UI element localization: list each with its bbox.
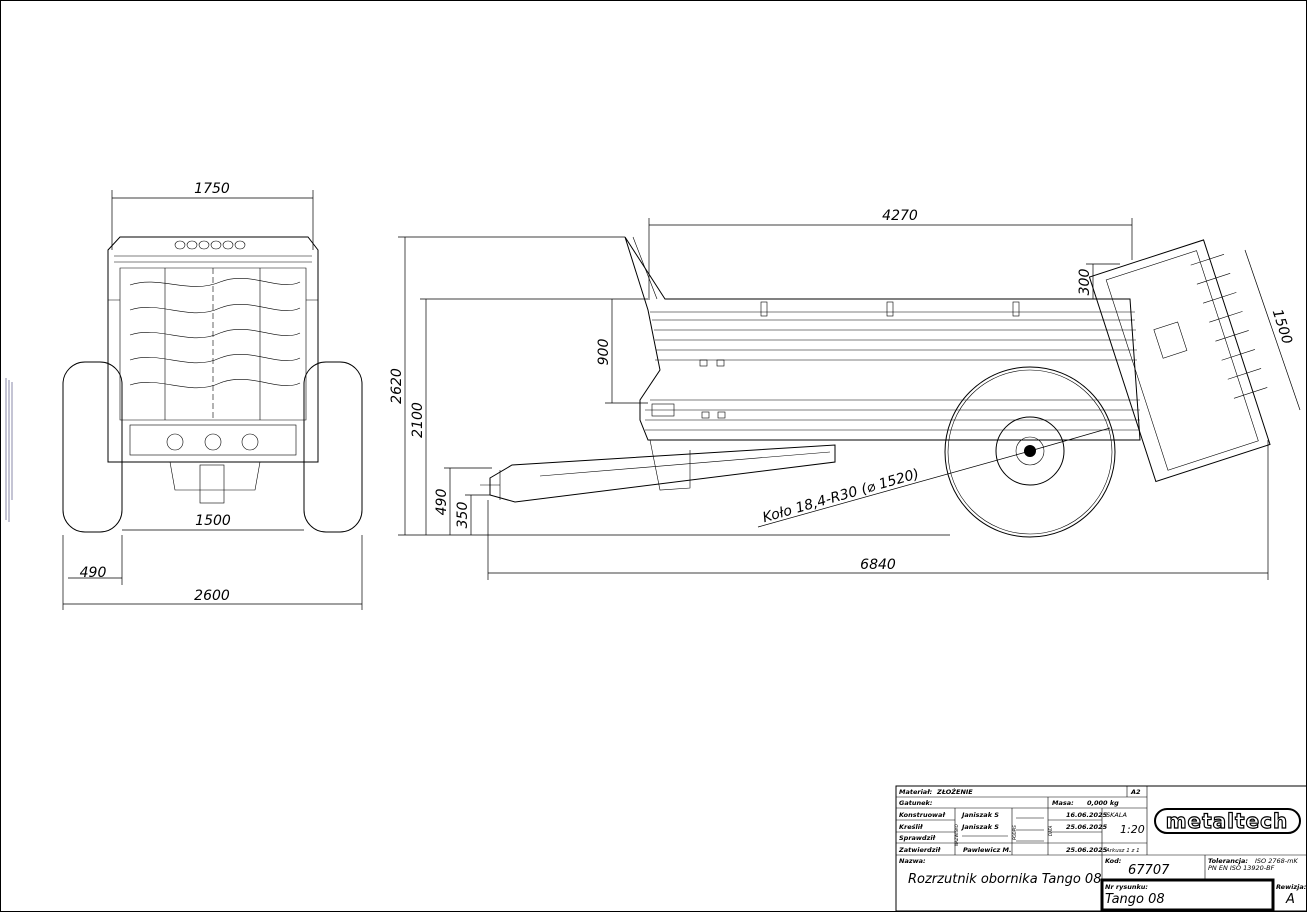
names-header: NAZWISKO bbox=[954, 824, 959, 846]
name-label: Nazwa: bbox=[899, 857, 926, 865]
code-value: 67707 bbox=[1128, 863, 1170, 878]
side-wheel bbox=[944, 366, 1116, 538]
grade-label: Gatunek: bbox=[899, 799, 933, 807]
sheet-number: Arkusz 1 z 1 bbox=[1105, 848, 1140, 854]
dim-2100: 2100 bbox=[410, 402, 426, 438]
right-wheel bbox=[303, 361, 363, 533]
metaltech-logo: metaltech bbox=[1154, 808, 1301, 834]
revision-value: A bbox=[1285, 892, 1295, 907]
tolerance-2: PN EN ISO 13920-BF bbox=[1208, 864, 1275, 872]
side-view bbox=[480, 236, 1271, 538]
tolerance-1: ISO 2768-mK bbox=[1255, 857, 1298, 865]
drawn-label: Kreślił bbox=[899, 823, 923, 831]
drawn-name: Janiszak S bbox=[960, 823, 999, 831]
dim-2620: 2620 bbox=[389, 368, 405, 404]
dim-490-hitch: 490 bbox=[434, 489, 450, 516]
dim-1500-beater: 1500 bbox=[1269, 307, 1295, 346]
format: A2 bbox=[1130, 788, 1141, 796]
designed-name: Janiszak S bbox=[960, 811, 999, 819]
dim-1500-track: 1500 bbox=[195, 513, 231, 529]
signature-header: PODPIS bbox=[1012, 825, 1017, 840]
drawn-date: 25.06.2025 bbox=[1066, 823, 1108, 831]
scale-value: 1:20 bbox=[1120, 823, 1145, 836]
dim-300: 300 bbox=[1077, 269, 1093, 296]
dim-2600: 2600 bbox=[194, 588, 230, 604]
checked-label: Sprawdził bbox=[899, 834, 936, 842]
left-wheel bbox=[62, 361, 123, 533]
dim-6840: 6840 bbox=[860, 557, 896, 573]
tolerance-label: Tolerancja: bbox=[1208, 857, 1248, 865]
name-value: Rozrzutnik obornika Tango 08 bbox=[908, 872, 1101, 887]
drawing-no-label: Nr rysunku: bbox=[1105, 883, 1148, 891]
code-label: Kod: bbox=[1105, 857, 1122, 865]
title-block: Materiał: ZŁOŻENIE A2 Gatunek: Masa: 0,0… bbox=[895, 785, 1307, 912]
dim-4270: 4270 bbox=[882, 208, 918, 224]
revision-label: Rewizja: bbox=[1276, 883, 1307, 891]
side-dimensions: 4270 2620 2100 900 490 350 6840 300 1500… bbox=[389, 208, 1301, 580]
material-value: ZŁOŻENIE bbox=[936, 787, 973, 796]
drawing-no-value: Tango 08 bbox=[1105, 892, 1165, 907]
designed-date: 16.06.2025 bbox=[1066, 811, 1108, 819]
dim-490-wheel: 490 bbox=[80, 565, 107, 581]
front-dimensions: 1750 1500 490 2600 bbox=[62, 181, 363, 610]
mass-value: 0,000 kg bbox=[1087, 799, 1119, 807]
logo-text: metaltech bbox=[1166, 809, 1289, 833]
scale-label: SKALA bbox=[1106, 811, 1127, 819]
front-view bbox=[62, 236, 363, 533]
dim-1750: 1750 bbox=[194, 181, 230, 197]
wheel-size-label: Koło 18,4-R30 (⌀ 1520) bbox=[761, 466, 921, 526]
mass-label: Masa: bbox=[1052, 799, 1074, 807]
material-label: Materiał: bbox=[899, 788, 933, 796]
approved-name: Pawlewicz M. bbox=[963, 846, 1011, 854]
approved-label: Zatwierdził bbox=[898, 846, 941, 854]
approved-date: 25.06.2025 bbox=[1066, 846, 1108, 854]
dim-350: 350 bbox=[455, 502, 471, 529]
dim-900: 900 bbox=[596, 339, 612, 366]
date-header: DATA bbox=[1048, 825, 1053, 836]
designed-label: Konstruował bbox=[899, 811, 945, 819]
side-note bbox=[5, 378, 13, 522]
